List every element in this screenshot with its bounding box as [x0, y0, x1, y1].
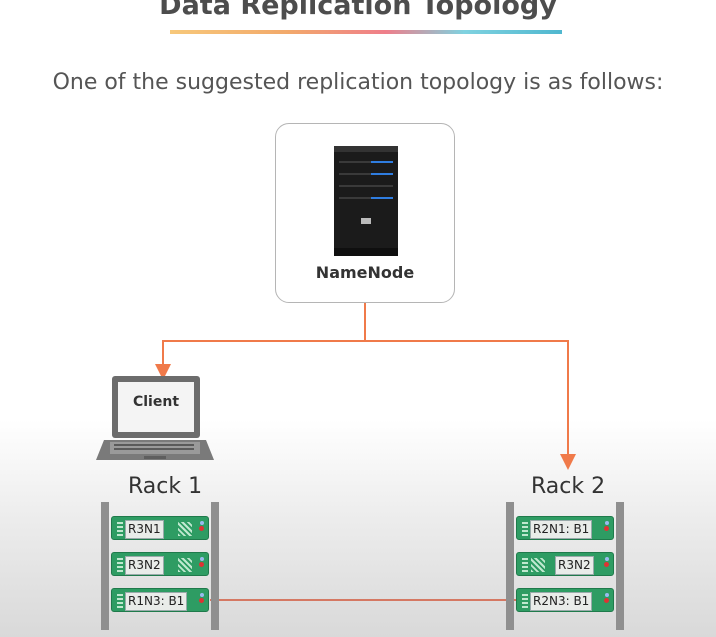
- node-label: R3N2: [125, 556, 164, 575]
- rack-1-node-1[interactable]: R3N1: [111, 516, 209, 540]
- rack-1: R3N1 R3N2 R1N3: B1: [101, 502, 219, 630]
- page-title: Data Replication Topology: [159, 0, 557, 21]
- client-label: Client: [132, 394, 180, 410]
- rack-1-label: Rack 1: [128, 474, 203, 499]
- server-icon: [334, 146, 398, 256]
- node-label: R2N1: B1: [530, 520, 593, 539]
- node-label: R3N1: [125, 520, 164, 539]
- rack-2: R2N1: B1 R3N2 R2N3: B1: [506, 502, 624, 630]
- rack-1-node-2[interactable]: R3N2: [111, 552, 209, 576]
- rack-2-node-3[interactable]: R2N3: B1: [516, 588, 614, 612]
- arrow-namenode-to-rack2: [365, 340, 576, 470]
- title-underline: [170, 30, 562, 34]
- laptop-icon[interactable]: [96, 376, 214, 464]
- rack-2-node-1[interactable]: R2N1: B1: [516, 516, 614, 540]
- rack-2-label: Rack 2: [531, 474, 606, 499]
- subtitle: One of the suggested replication topolog…: [52, 70, 664, 95]
- namenode-box[interactable]: NameNode: [275, 123, 455, 303]
- arrow-namenode-to-client: [155, 303, 366, 380]
- node-label: R3N2: [555, 556, 594, 575]
- node-label: R1N3: B1: [125, 592, 188, 611]
- rack-1-node-3[interactable]: R1N3: B1: [111, 588, 209, 612]
- rack-2-node-2[interactable]: R3N2: [516, 552, 614, 576]
- node-label: R2N3: B1: [530, 592, 593, 611]
- namenode-label: NameNode: [315, 263, 415, 282]
